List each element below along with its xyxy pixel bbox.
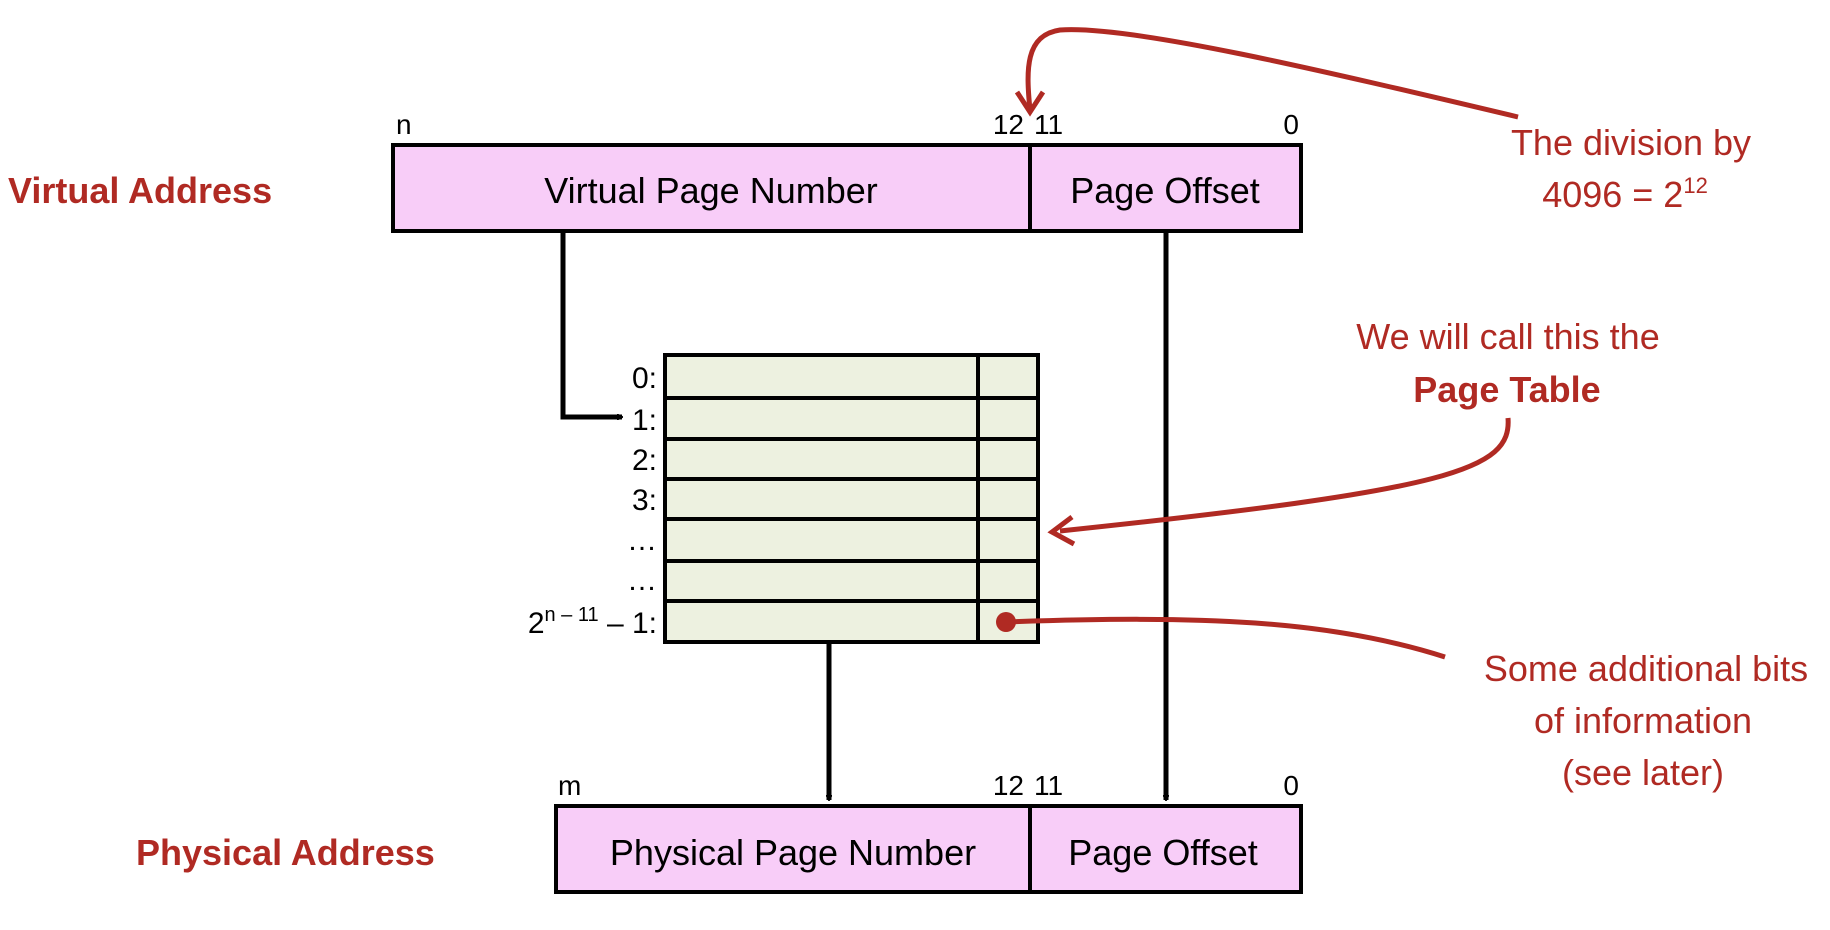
virtual-page-number-label: Virtual Page Number (544, 170, 878, 211)
page-table-row-label: … (627, 564, 657, 597)
bits-callout-line (1005, 616, 1446, 660)
division-arrowhead (1014, 90, 1046, 117)
page-table-annotation: We will call this the Page Table (1047, 316, 1660, 547)
physical-bit-m: m (558, 770, 581, 801)
virtual-bit-n: n (396, 109, 412, 140)
virtual-address-label: Virtual Address (8, 170, 272, 211)
physical-page-offset-label: Page Offset (1068, 832, 1257, 873)
page-table-row-label: 2: (632, 444, 657, 477)
page-table-arrowhead (1047, 515, 1076, 547)
division-callout-line (1025, 27, 1519, 120)
division-text-line2: 4096 = 212 (1542, 173, 1708, 215)
physical-page-number-label: Physical Page Number (610, 832, 976, 873)
division-annotation: The division by 4096 = 212 (1014, 27, 1751, 215)
physical-bit-11: 11 (1034, 770, 1063, 801)
division-text-line1: The division by (1511, 122, 1751, 163)
page-table-text-line1: We will call this the (1356, 316, 1659, 357)
page-table-text-line2: Page Table (1413, 369, 1600, 410)
bits-text-line2: of information (1534, 700, 1752, 741)
virtual-bit-11: 11 (1034, 109, 1063, 140)
page-table-row-label: 0: (632, 362, 657, 395)
physical-bit-12: 12 (993, 770, 1024, 801)
bits-text-line1: Some additional bits (1484, 648, 1808, 689)
physical-address-label: Physical Address (136, 832, 435, 873)
page-table-row-label: 1: (632, 404, 657, 437)
bits-text-line3: (see later) (1562, 752, 1724, 793)
vpn-to-table-arrow (560, 231, 622, 417)
page-table-row-label: 3: (632, 484, 657, 517)
page-table-last-row-label: 2n – 11 – 1: (528, 604, 657, 640)
page-table: 0: 1: 2: 3: … … 2n – 11 – 1: (528, 353, 1040, 644)
page-table-row-label: … (627, 524, 657, 557)
physical-bit-0: 0 (1283, 770, 1299, 801)
physical-address-box: Physical Page Number Page Offset m 12 11… (554, 770, 1303, 894)
virtual-page-offset-label: Page Offset (1070, 170, 1259, 211)
virtual-bit-12: 12 (993, 109, 1024, 140)
page-table-callout-line (1059, 417, 1511, 534)
virtual-bit-0: 0 (1283, 109, 1299, 140)
bits-annotation: Some additional bits of information (see… (996, 612, 1808, 793)
virtual-address-box: Virtual Page Number Page Offset n 12 11 … (391, 109, 1303, 233)
